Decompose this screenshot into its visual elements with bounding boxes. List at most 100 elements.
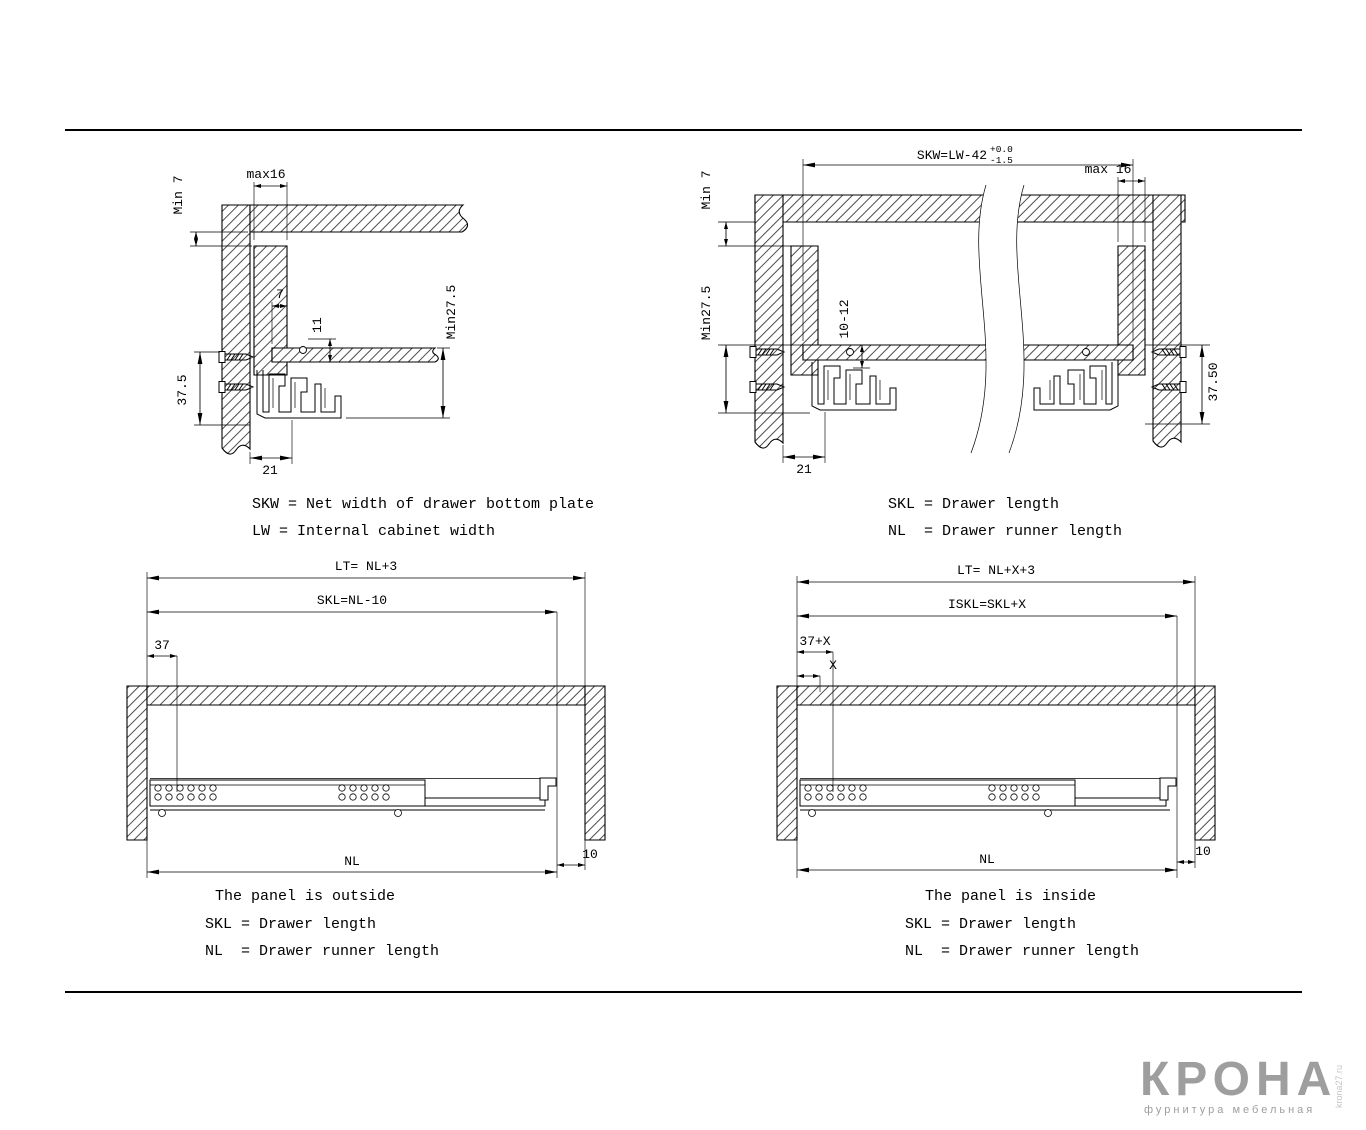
cabinet-top-panel	[754, 194, 1186, 223]
dim-skw-tol-minus: -1.5	[990, 155, 1013, 166]
dim-21-label: 21	[262, 463, 278, 478]
caption-nl-definition-3: NL = Drawer runner length	[905, 943, 1140, 960]
front-panel-outside	[584, 685, 606, 841]
dim-nl: NL	[146, 840, 557, 878]
dim-21: 21	[782, 412, 826, 477]
drawing-cross-section-left: max16 Min 7 7 11 Min27.5 37.5	[171, 167, 469, 478]
dim-min275-label: Min27.5	[699, 286, 714, 341]
top-rule	[65, 129, 1302, 131]
back-panel	[126, 685, 148, 841]
drawing-side-view-panel-inside: LT= NL+X+3 ISKL=SKL+X 37+X X NL 10	[776, 563, 1216, 878]
drawer-bottom-plate	[271, 347, 439, 363]
cabinet-side-panel-left	[754, 194, 784, 449]
runner-drawer-rail	[1074, 797, 1167, 807]
cabinet-side-panel-right	[1152, 194, 1182, 448]
dim-3750: 37.50	[1145, 344, 1221, 425]
dim-11: 11	[308, 317, 336, 363]
dim-max16: max16	[246, 167, 288, 240]
front-bracket	[1159, 777, 1177, 801]
top-panel	[146, 685, 586, 706]
cabinet-side-panel	[221, 204, 251, 455]
dim-max16-label: max16	[246, 167, 285, 182]
dim-skw-tol-plus: +0.0	[990, 144, 1013, 155]
dim-37: 37	[147, 638, 178, 792]
dim-nl-label: NL	[344, 854, 360, 869]
cabinet-top-panel	[249, 204, 469, 233]
drawer-runner	[149, 777, 557, 817]
bottom-rule	[65, 991, 1302, 993]
dim-1012: 10-12	[837, 299, 870, 369]
dim-10-label: 10	[582, 847, 598, 862]
dim-7-label: 7	[276, 287, 284, 302]
drawing-cross-section-full: SKW=LW-42 +0.0 -1.5 Min 7 max 16 Min27.5…	[699, 144, 1221, 477]
runner-profile-left	[811, 361, 897, 411]
drawer-runner	[799, 777, 1177, 817]
dim-21-label: 21	[796, 462, 812, 477]
dim-min275-label: Min27.5	[444, 285, 459, 340]
caption-skw-definition: SKW = Net width of drawer bottom plate	[252, 496, 595, 513]
dim-375-label: 37.5	[175, 374, 190, 405]
dim-min275: Min27.5	[699, 286, 810, 414]
dim-lt: LT= NL+X+3	[796, 563, 1196, 686]
caption-skl-definition: SKL = Drawer length	[888, 496, 1060, 513]
brand-logo: КРОНА	[1140, 1053, 1338, 1106]
front-panel-inside	[1194, 685, 1216, 841]
caption-nl-definition: NL = Drawer runner length	[888, 523, 1123, 540]
cabinet-structure	[221, 204, 469, 455]
caption-lw-definition: LW = Internal cabinet width	[252, 523, 496, 540]
ball-bearings	[804, 784, 1040, 801]
dim-iskl-label: ISKL=SKL+X	[948, 597, 1026, 612]
dim-37-label: 37	[154, 638, 170, 653]
front-bracket	[539, 777, 557, 801]
dim-lt: LT= NL+3	[146, 559, 586, 686]
drawer-structure	[790, 245, 1146, 376]
back-panel	[776, 685, 798, 841]
dim-skw: SKW=LW-42 +0.0 -1.5	[802, 144, 1134, 341]
dim-lt-label: LT= NL+X+3	[957, 563, 1035, 578]
dim-10: 10	[1177, 840, 1211, 868]
dim-iskl: ISKL=SKL+X	[797, 597, 1178, 878]
dim-skl-label: SKL=NL-10	[317, 593, 387, 608]
dim-min7: Min 7	[699, 170, 791, 247]
dim-min7-label: Min 7	[171, 175, 186, 214]
break-lines	[970, 184, 1025, 454]
runner-profile-right	[1033, 361, 1119, 411]
cabinet-structure	[126, 685, 606, 841]
dim-375: 37.5	[175, 351, 250, 426]
dim-3750-label: 37.50	[1206, 362, 1221, 401]
runner-drawer-rail	[424, 797, 546, 807]
dim-skl: SKL=NL-10	[147, 593, 558, 878]
runner-wheel	[808, 809, 816, 817]
caption-panel-outside-title: The panel is outside	[215, 888, 396, 905]
runner-cabinet-rail	[799, 779, 1076, 807]
dim-11-label: 11	[310, 317, 325, 333]
dim-max16: max 16	[1085, 162, 1146, 242]
top-panel	[796, 685, 1196, 706]
drawing-side-view-panel-outside: LT= NL+3 SKL=NL-10 37 NL 10	[126, 559, 606, 878]
dim-groove-7: 7	[271, 287, 288, 344]
dim-37x: 37+X	[797, 634, 834, 792]
dim-min7: Min 7	[171, 175, 252, 247]
runner-cabinet-rail	[149, 779, 426, 807]
dim-10-label: 10	[1195, 844, 1211, 859]
dim-x: X	[797, 658, 837, 692]
dim-min7-label: Min 7	[699, 170, 714, 209]
runner-wheel	[394, 809, 402, 817]
screw-hole	[299, 346, 307, 354]
dim-nl-label: NL	[979, 852, 995, 867]
drawer-structure	[253, 245, 439, 376]
screw-hole	[1082, 348, 1090, 356]
dim-lt-label: LT= NL+3	[335, 559, 397, 574]
caption-skl-definition-2: SKL = Drawer length	[205, 916, 377, 933]
dim-skw-label: SKW=LW-42	[917, 148, 987, 163]
brand-tagline: фурнитура мебельная	[1144, 1104, 1316, 1116]
runner-wheel	[1044, 809, 1052, 817]
dim-21: 21	[249, 420, 293, 478]
runner-profile	[256, 369, 342, 419]
dim-10: 10	[557, 840, 598, 870]
caption-nl-definition-2: NL = Drawer runner length	[205, 943, 440, 960]
dim-x-label: X	[829, 658, 837, 673]
dim-min275: Min27.5	[346, 285, 459, 419]
ball-bearings	[154, 784, 390, 801]
